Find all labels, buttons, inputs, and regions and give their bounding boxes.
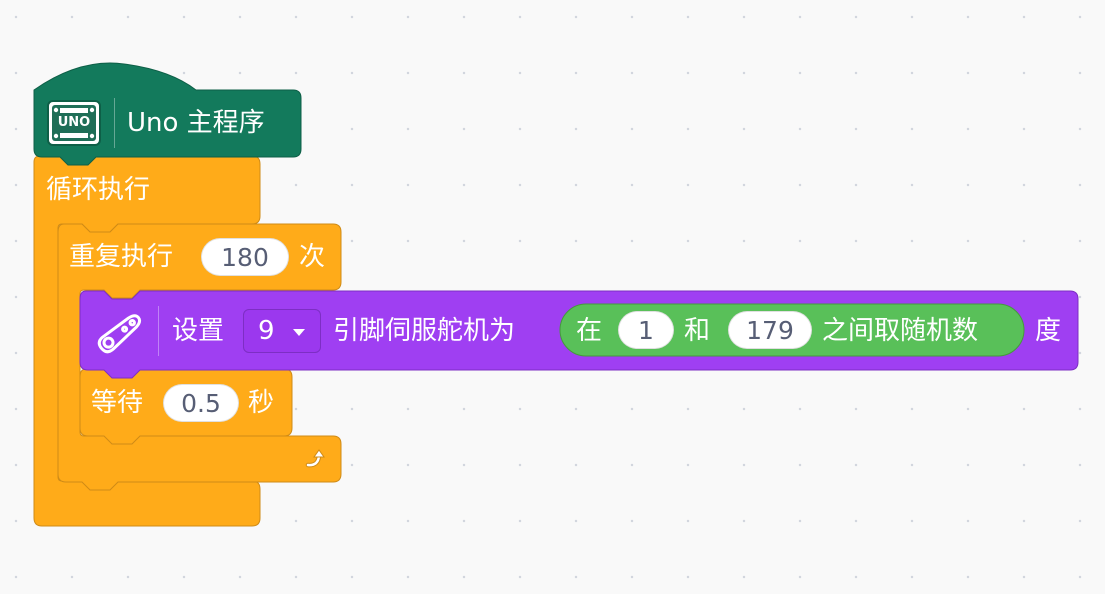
repeat-suffix: 次 <box>299 242 326 272</box>
repeat-prefix: 重复执行 <box>69 242 174 272</box>
servo-mid-label: 引脚伺服舵机为 <box>333 316 516 346</box>
loop-arrow-icon <box>304 447 328 471</box>
wait-suffix: 秒 <box>248 388 275 418</box>
servo-horn-icon <box>88 306 152 360</box>
caret-down-icon <box>293 329 305 336</box>
wait-seconds-input[interactable]: 0.5 <box>163 384 239 422</box>
random-suffix: 之间取随机数 <box>822 316 979 346</box>
forever-label: 循环执行 <box>46 175 151 205</box>
servo-set-label: 设置 <box>172 316 225 346</box>
hat-title: Uno 主程序 <box>127 108 265 138</box>
wait-prefix: 等待 <box>91 388 144 418</box>
servo-divider <box>158 306 159 356</box>
random-from-input[interactable]: 1 <box>618 311 674 349</box>
pin-dropdown-value: 9 <box>258 316 275 346</box>
random-to-input[interactable]: 179 <box>728 311 812 349</box>
repeat-block-body[interactable] <box>57 223 342 491</box>
uno-board-icon-label: UNO <box>57 115 91 130</box>
servo-unit-label: 度 <box>1035 316 1062 346</box>
hat-divider <box>114 98 115 148</box>
random-prefix: 在 <box>576 316 603 346</box>
pin-dropdown[interactable]: 9 <box>243 309 321 353</box>
repeat-count-input[interactable]: 180 <box>201 238 289 276</box>
random-joiner: 和 <box>684 316 711 346</box>
uno-board-icon <box>46 99 102 147</box>
